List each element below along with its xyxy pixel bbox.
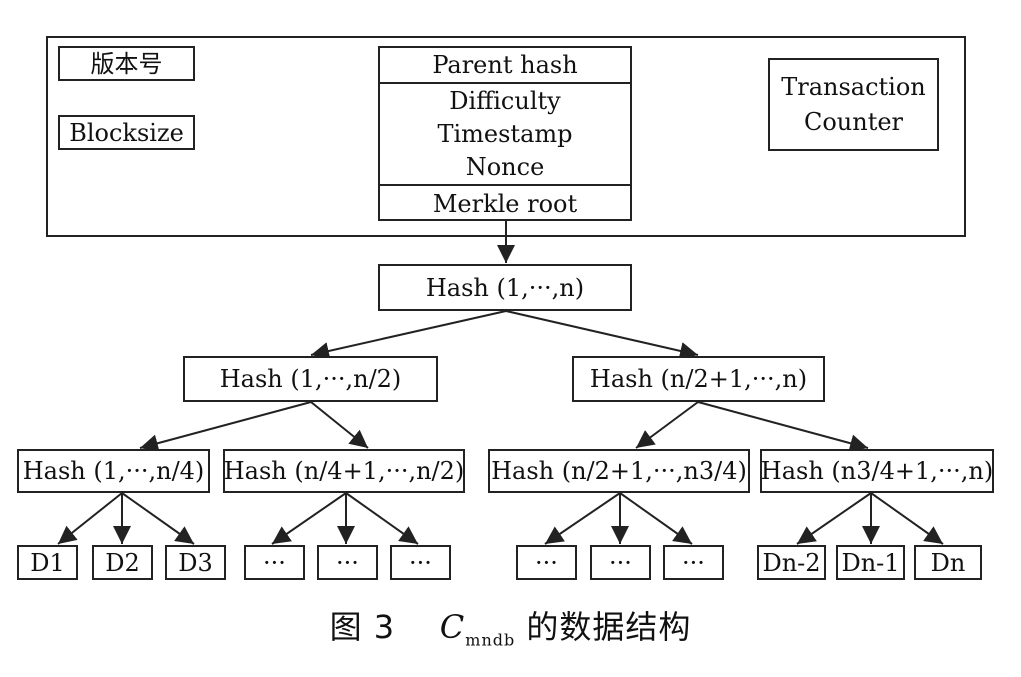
- arrow-l2c-to-leaf7: [544, 492, 621, 545]
- merkle-root-row: Merkle root: [380, 186, 630, 221]
- leaf-node-10: Dn-2: [757, 545, 826, 580]
- arrow-l1b-to-l2c: [635, 401, 699, 449]
- leaf-label-3: D3: [178, 548, 213, 577]
- transaction-counter-line1: Transaction: [781, 72, 926, 101]
- timestamp-label: Timestamp: [437, 119, 573, 148]
- arrow-root-to-left: [310, 310, 507, 360]
- level1-node-left: Hash (1,···,n/2): [183, 356, 438, 402]
- caption-suffix: 的数据结构: [526, 608, 692, 646]
- leaf-node-4: ···: [244, 545, 305, 580]
- leaf-label-12: Dn: [930, 548, 966, 577]
- leaf-label-1: D1: [30, 548, 65, 577]
- arrow-root-to-right: [505, 310, 699, 360]
- level2-node-4: Hash (n3/4+1,···,n): [760, 449, 994, 493]
- caption-symbol: Cmndb: [439, 608, 516, 650]
- leaf-label-11: Dn-1: [841, 548, 900, 577]
- arrow-l2d-to-dn2: [796, 492, 872, 545]
- arrow-l1a-to-l2b: [310, 401, 369, 449]
- nonce-label: Nonce: [465, 152, 545, 181]
- transaction-counter-box: Transaction Counter: [768, 58, 939, 151]
- difficulty-label: Difficulty: [449, 86, 561, 115]
- level2-node-1: Hash (1,···,n/4): [17, 449, 210, 493]
- merkle-root-label: Merkle root: [432, 189, 578, 218]
- arrow-l2a-to-d1: [57, 492, 123, 545]
- version-label: 版本号: [90, 49, 163, 78]
- arrow-l1b-to-l2d: [697, 401, 869, 452]
- leaf-label-4: ···: [263, 548, 286, 577]
- leaf-node-9: ···: [663, 545, 724, 580]
- level2-label-1: Hash (1,···,n/4): [22, 457, 205, 485]
- leaf-node-3: D3: [165, 545, 226, 580]
- parent-hash-label: Parent hash: [432, 51, 578, 79]
- leaf-label-2: D2: [105, 548, 140, 577]
- level1-node-right: Hash (n/2+1,···,n): [572, 356, 825, 402]
- level1-right-label: Hash (n/2+1,···,n): [589, 365, 808, 393]
- leaf-label-8: ···: [609, 548, 632, 577]
- leaf-node-7: ···: [516, 545, 577, 580]
- blocksize-box: Blocksize: [58, 115, 195, 150]
- leaf-label-5: ···: [336, 548, 359, 577]
- blocksize-label: Blocksize: [69, 118, 184, 147]
- leaf-node-11: Dn-1: [836, 545, 905, 580]
- leaf-node-8: ···: [590, 545, 651, 580]
- arrow-l2b-to-leaf4: [271, 492, 347, 545]
- root-hash-label: Hash (1,···,n): [425, 273, 585, 302]
- leaf-label-10: Dn-2: [762, 548, 821, 577]
- parent-hash-row: Parent hash: [380, 48, 630, 84]
- arrow-l1a-to-l2a: [139, 401, 312, 453]
- arrow-l2c-to-leaf9: [619, 492, 693, 545]
- level2-label-4: Hash (n3/4+1,···,n): [760, 457, 994, 485]
- level2-node-2: Hash (n/4+1,···,n/2): [223, 449, 465, 493]
- level2-node-3: Hash (n/2+1,···,n3/4): [488, 449, 750, 493]
- header-fields-group: Parent hash Difficulty Timestamp Nonce M…: [378, 46, 632, 221]
- leaf-node-1: D1: [17, 545, 78, 580]
- block-header-frame: [46, 36, 966, 237]
- level2-label-2: Hash (n/4+1,···,n/2): [223, 457, 465, 485]
- transaction-counter-line2: Counter: [803, 107, 904, 136]
- leaf-node-6: ···: [390, 545, 451, 580]
- arrow-l2a-to-d3: [121, 492, 195, 545]
- arrow-l2b-to-leaf6: [345, 492, 419, 545]
- leaf-node-12: Dn: [914, 545, 982, 580]
- leaf-node-2: D2: [92, 545, 153, 580]
- root-hash-node: Hash (1,···,n): [378, 264, 632, 311]
- level2-label-3: Hash (n/2+1,···,n3/4): [491, 457, 747, 485]
- arrow-l2d-to-dn: [870, 492, 944, 545]
- caption-subscript: mndb: [465, 630, 516, 650]
- pow-fields-row: Difficulty Timestamp Nonce: [380, 84, 630, 186]
- figure-caption: 图 3 Cmndb 的数据结构: [0, 602, 1021, 649]
- leaf-node-5: ···: [317, 545, 378, 580]
- level1-left-label: Hash (1,···,n/2): [219, 365, 402, 393]
- version-box: 版本号: [58, 46, 195, 81]
- leaf-label-9: ···: [682, 548, 705, 577]
- leaf-label-6: ···: [409, 548, 432, 577]
- caption-prefix: 图 3: [329, 608, 396, 646]
- leaf-label-7: ···: [535, 548, 558, 577]
